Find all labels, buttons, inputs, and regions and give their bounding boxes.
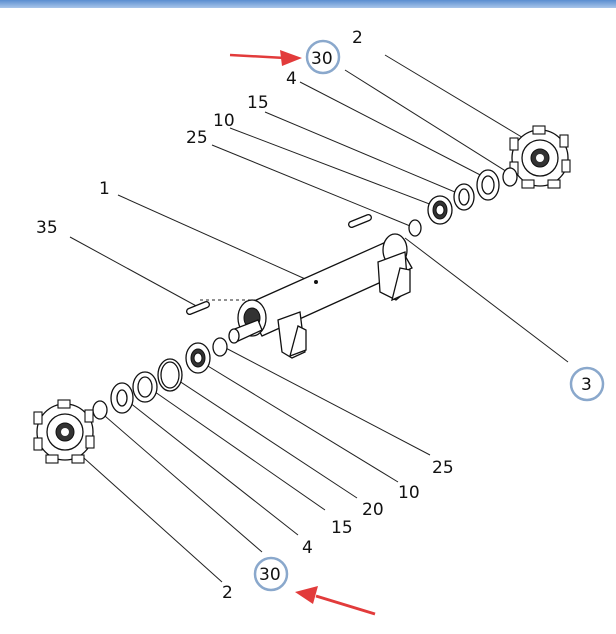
- label-bottom-10: 10: [398, 483, 420, 503]
- lower-components: [92, 337, 228, 420]
- label-top-10: 10: [213, 111, 235, 131]
- label-bottom-15: 15: [331, 518, 353, 538]
- window-top-bar: [0, 0, 616, 8]
- sprocket-bottom: [33, 399, 95, 464]
- label-top-25: 25: [186, 128, 208, 148]
- pins: [186, 213, 372, 316]
- label-right-3: 3: [581, 375, 592, 395]
- label-top-2: 2: [352, 28, 363, 48]
- sprocket-top: [509, 125, 571, 189]
- arrow-top: [229, 50, 302, 66]
- label-bottom-25: 25: [432, 458, 454, 478]
- label-top-30: 30: [311, 49, 333, 69]
- tube-assembly: [228, 233, 413, 359]
- label-top-15: 15: [247, 93, 269, 113]
- label-bottom-4: 4: [302, 538, 313, 558]
- upper-components: [408, 167, 518, 237]
- label-part-35: 35: [36, 218, 58, 238]
- callout-ring-top-30: [305, 39, 341, 75]
- callout-ring-bottom-30: [253, 556, 289, 592]
- leader-lines: [69, 54, 569, 583]
- label-part-1: 1: [99, 179, 110, 199]
- label-top-4: 4: [286, 69, 297, 89]
- label-bottom-2: 2: [222, 583, 233, 603]
- callout-ring-3: [569, 366, 605, 402]
- label-bottom-30: 30: [259, 565, 281, 585]
- arrow-bottom: [295, 586, 376, 616]
- label-bottom-20: 20: [362, 500, 384, 520]
